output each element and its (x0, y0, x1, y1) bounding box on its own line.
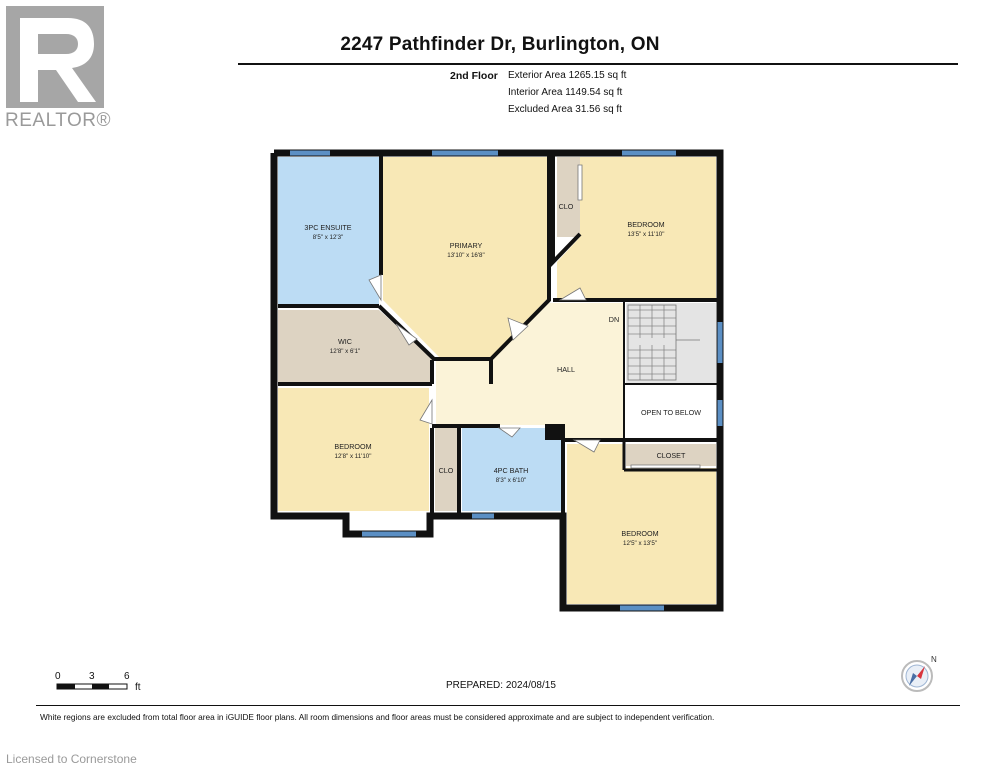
ensuite-dims: 8'5" x 12'3" (313, 234, 344, 241)
property-address: 2247 Pathfinder Dr, Burlington, ON (340, 34, 660, 55)
disclaimer-text: White regions are excluded from total fl… (40, 712, 715, 722)
compass-icon[interactable]: N (901, 655, 937, 692)
closet-top-label: CLO (559, 202, 574, 211)
stair-area (626, 303, 716, 383)
primary-room[interactable] (383, 157, 549, 357)
excluded-area: Excluded Area 31.56 sq ft (508, 104, 622, 115)
closet-se-label: CLOSET (657, 451, 686, 460)
ensuite-label: 3PC ENSUITE (304, 223, 351, 232)
interior-area: Interior Area 1149.54 sq ft (508, 87, 623, 98)
closet-mid-label: CLO (439, 466, 454, 475)
bedroom-ne-dims: 13'5" x 11'10" (628, 231, 665, 238)
realtor-r-icon (6, 6, 104, 108)
scale-unit: ft (135, 682, 141, 693)
exterior-area: Exterior Area 1265.15 sq ft (508, 70, 627, 81)
bath-room[interactable] (462, 428, 561, 511)
bedroom-se-dims: 12'5" x 13'5" (623, 540, 657, 547)
open-to-below-label: OPEN TO BELOW (641, 408, 701, 417)
primary-label: PRIMARY (450, 241, 483, 250)
bedroom-sw-room[interactable] (278, 388, 429, 511)
dn-label: DN (609, 315, 619, 324)
disclaimer-divider (36, 705, 960, 706)
bedroom-sw-dims: 12'8" x 11'10" (335, 453, 372, 460)
hall-room[interactable] (436, 303, 624, 438)
ensuite-room[interactable] (278, 157, 379, 305)
closet-mid[interactable] (435, 428, 457, 511)
compass-north-label: N (931, 655, 937, 664)
wic-room[interactable] (278, 310, 432, 382)
windows (290, 150, 723, 611)
bedroom-ne-room[interactable] (557, 157, 716, 298)
wic-dims: 12'8" x 6'1" (330, 348, 361, 355)
realtor-wordmark: REALTOR® (5, 110, 111, 131)
doors (368, 164, 701, 469)
scale-tick-6: 6 (124, 671, 130, 682)
bath-label: 4PC BATH (494, 466, 529, 475)
primary-dims: 13'10" x 16'8" (447, 252, 484, 259)
prepared-date: PREPARED: 2024/08/15 (446, 680, 556, 691)
license-footer: Licensed to Cornerstone (6, 752, 137, 766)
scale-tick-3: 3 (89, 671, 95, 682)
scale-bar (56, 683, 128, 690)
hall-label: HALL (557, 365, 575, 374)
bedroom-se-label: BEDROOM (621, 529, 658, 538)
closet-se[interactable] (626, 444, 716, 466)
open-to-below-area (626, 386, 716, 436)
bedroom-ne-label: BEDROOM (627, 220, 664, 229)
closet-top[interactable] (557, 157, 580, 237)
realtor-logo[interactable] (6, 6, 116, 136)
bath-dims: 8'3" x 6'10" (496, 477, 527, 484)
scale-tick-0: 0 (55, 671, 61, 682)
bedroom-se-room[interactable] (567, 444, 716, 604)
wic-label: WIC (338, 337, 352, 346)
floor-name: 2nd Floor (450, 70, 498, 82)
header-divider (238, 63, 958, 65)
bedroom-sw-label: BEDROOM (334, 442, 371, 451)
stairs (627, 304, 700, 381)
